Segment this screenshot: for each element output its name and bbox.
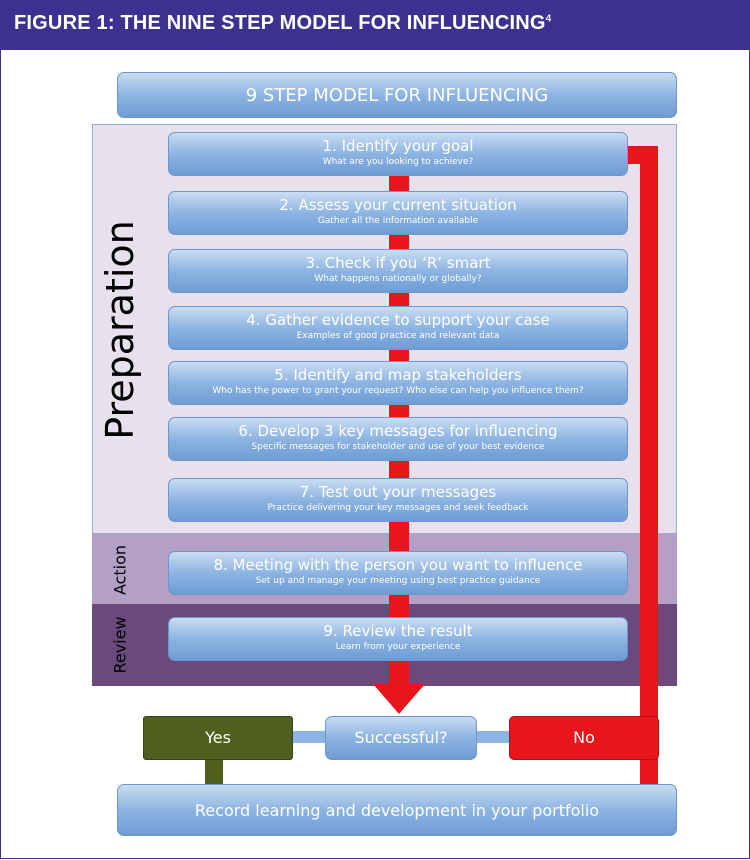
yes-label: Yes bbox=[205, 728, 231, 747]
connector-yes-successful bbox=[293, 731, 325, 743]
step-subtitle: Who has the power to grant your request?… bbox=[212, 386, 584, 396]
yes-box: Yes bbox=[143, 716, 293, 760]
record-learning-box: Record learning and development in your … bbox=[117, 784, 677, 836]
step-subtitle: Set up and manage your meeting using bes… bbox=[255, 576, 541, 586]
step-subtitle: Practice delivering your key messages an… bbox=[267, 503, 529, 513]
step-title: 2. Assess your current situation bbox=[279, 196, 517, 214]
step-subtitle: What happens nationally or globally? bbox=[314, 274, 482, 284]
action-label: Action bbox=[110, 544, 130, 596]
successful-label: Successful? bbox=[354, 728, 448, 747]
no-box: No bbox=[509, 716, 659, 760]
preparation-label: Preparation bbox=[98, 220, 142, 440]
review-label: Review bbox=[110, 616, 130, 674]
step-2: 2. Assess your current situation Gather … bbox=[168, 191, 628, 235]
step-subtitle: Specific messages for stakeholder and us… bbox=[251, 442, 545, 452]
loop-back-top bbox=[628, 146, 658, 164]
step-subtitle: Examples of good practice and relevant d… bbox=[296, 331, 500, 341]
no-label: No bbox=[573, 728, 595, 747]
model-title: 9 STEP MODEL FOR INFLUENCING bbox=[245, 85, 549, 106]
flow-arrowhead-icon bbox=[373, 684, 425, 714]
connector-successful-no bbox=[477, 731, 509, 743]
successful-decision-box: Successful? bbox=[325, 716, 477, 760]
step-title: 9. Review the result bbox=[323, 622, 473, 640]
step-title: 5. Identify and map stakeholders bbox=[274, 366, 522, 384]
model-title-box: 9 STEP MODEL FOR INFLUENCING bbox=[117, 72, 677, 118]
step-subtitle: Learn from your experience bbox=[335, 642, 461, 652]
step-8: 8. Meeting with the person you want to i… bbox=[168, 551, 628, 595]
figure-title: FIGURE 1: THE NINE STEP MODEL FOR INFLUE… bbox=[14, 12, 552, 34]
step-1: 1. Identify your goal What are you looki… bbox=[168, 132, 628, 176]
step-title: 8. Meeting with the person you want to i… bbox=[213, 556, 583, 574]
step-4: 4. Gather evidence to support your case … bbox=[168, 306, 628, 350]
figure-header: FIGURE 1: THE NINE STEP MODEL FOR INFLUE… bbox=[0, 0, 750, 50]
step-3: 3. Check if you ‘R’ smart What happens n… bbox=[168, 249, 628, 293]
loop-back-vertical bbox=[640, 146, 658, 784]
step-7: 7. Test out your messages Practice deliv… bbox=[168, 478, 628, 522]
step-9: 9. Review the result Learn from your exp… bbox=[168, 617, 628, 661]
step-title: 1. Identify your goal bbox=[322, 137, 474, 155]
step-subtitle: Gather all the information available bbox=[317, 216, 479, 226]
step-6: 6. Develop 3 key messages for influencin… bbox=[168, 417, 628, 461]
connector-yes-record bbox=[205, 760, 223, 784]
step-subtitle: What are you looking to achieve? bbox=[322, 157, 474, 167]
step-5: 5. Identify and map stakeholders Who has… bbox=[168, 361, 628, 405]
step-title: 7. Test out your messages bbox=[299, 483, 497, 501]
step-title: 6. Develop 3 key messages for influencin… bbox=[238, 422, 558, 440]
figure-reference: 4 bbox=[545, 13, 552, 25]
step-title: 4. Gather evidence to support your case bbox=[246, 311, 550, 329]
step-title: 3. Check if you ‘R’ smart bbox=[305, 254, 491, 272]
record-learning-label: Record learning and development in your … bbox=[194, 801, 600, 820]
